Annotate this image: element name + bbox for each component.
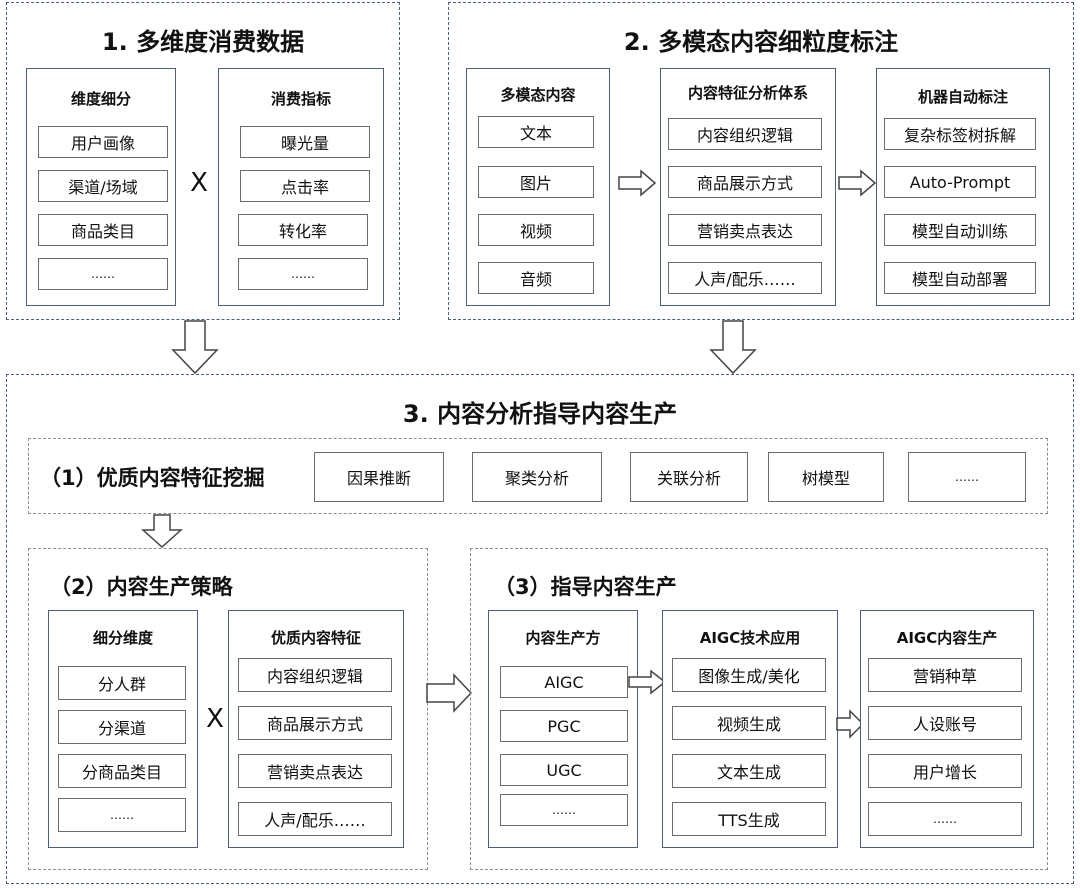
metrics-panel-title: 消费指标 <box>270 90 331 108</box>
modality-item: 音频 <box>478 262 594 294</box>
auto-label-panel-title: 机器自动标注 <box>917 88 1008 106</box>
dimension-item: 渠道/场域 <box>38 170 168 202</box>
mining-method-item: 关联分析 <box>630 452 748 502</box>
quality-feature-item: 人声/配乐…… <box>238 802 392 836</box>
arrow-right-icon <box>838 169 877 197</box>
guide-title: （3）指导内容生产 <box>494 575 677 599</box>
strategy-dimension-item: 分渠道 <box>58 710 186 744</box>
section-3-container <box>6 374 1074 884</box>
modality-item: 图片 <box>478 166 594 198</box>
arrow-down-icon <box>171 320 219 375</box>
strategy-dimension-item: 分商品类目 <box>58 754 186 788</box>
mining-title: （1）优质内容特征挖掘 <box>40 466 265 490</box>
mining-method-item: 树模型 <box>768 452 884 502</box>
auto-label-item: 复杂标签树拆解 <box>884 118 1036 150</box>
section-1-title: 1. 多维度消费数据 <box>101 28 305 56</box>
quality-features-title: 优质内容特征 <box>270 629 361 647</box>
aigc-tech-title: AIGC技术应用 <box>699 629 801 647</box>
quality-feature-item: 内容组织逻辑 <box>238 658 392 692</box>
feature-system-panel-title: 内容特征分析体系 <box>687 84 808 102</box>
aigc-output-item: 营销种草 <box>868 658 1022 692</box>
modality-item: 视频 <box>478 214 594 246</box>
strategy-dimension-item: …… <box>58 798 186 832</box>
arrow-down-icon <box>709 320 757 375</box>
aigc-output-item: …… <box>868 802 1022 836</box>
producer-item: AIGC <box>500 666 628 698</box>
aigc-tech-item: 文本生成 <box>672 754 826 788</box>
mining-method-item: …… <box>908 452 1026 502</box>
feature-system-item: 商品展示方式 <box>668 166 822 198</box>
metric-item: 转化率 <box>238 214 368 246</box>
metric-item: 曝光量 <box>240 126 370 158</box>
aigc-output-title: AIGC内容生产 <box>896 629 998 647</box>
section-3-title: 3. 内容分析指导内容生产 <box>402 400 678 428</box>
section-1-container <box>6 2 400 320</box>
section-2-container <box>448 2 1074 320</box>
quality-feature-item: 营销卖点表达 <box>238 754 392 788</box>
producer-item: …… <box>500 794 628 826</box>
strategy-title: （2）内容生产策略 <box>50 575 233 599</box>
aigc-output-item: 用户增长 <box>868 754 1022 788</box>
feature-system-item: 内容组织逻辑 <box>668 118 822 150</box>
metric-item: …… <box>238 258 368 290</box>
quality-feature-item: 商品展示方式 <box>238 706 392 740</box>
mining-method-item: 因果推断 <box>314 452 444 502</box>
modality-item: 文本 <box>478 116 594 148</box>
feature-system-item: 营销卖点表达 <box>668 214 822 246</box>
aigc-output-item: 人设账号 <box>868 706 1022 740</box>
auto-label-item: 模型自动部署 <box>884 262 1036 294</box>
aigc-tech-item: 图像生成/美化 <box>672 658 826 692</box>
producer-item: UGC <box>500 754 628 786</box>
guide-container <box>470 548 1048 870</box>
strategy-container <box>28 548 428 870</box>
arrow-down-icon <box>141 514 183 549</box>
auto-label-item: 模型自动训练 <box>884 214 1036 246</box>
producer-item: PGC <box>500 710 628 742</box>
arrow-right-icon <box>426 673 473 713</box>
feature-system-item: 人声/配乐…… <box>668 262 822 294</box>
dimension-item: 用户画像 <box>38 126 168 158</box>
metric-item: 点击率 <box>240 170 370 202</box>
arrow-right-icon <box>836 709 865 739</box>
arrow-right-icon <box>628 669 667 695</box>
dimensions-panel-title: 维度细分 <box>70 90 131 108</box>
strategy-dimension-item: 分人群 <box>58 666 186 700</box>
arrow-right-icon <box>618 169 657 197</box>
strategy-dimensions-title: 细分维度 <box>92 629 153 647</box>
mining-method-item: 聚类分析 <box>472 452 602 502</box>
dimension-item: 商品类目 <box>38 214 168 246</box>
multimodal-panel-title: 多模态内容 <box>500 86 576 104</box>
dimension-item: …… <box>38 258 168 290</box>
mining-container <box>28 438 1048 514</box>
section-2-title: 2. 多模态内容细粒度标注 <box>623 28 899 56</box>
producers-title: 内容生产方 <box>525 629 601 647</box>
aigc-tech-item: TTS生成 <box>672 802 826 836</box>
aigc-tech-item: 视频生成 <box>672 706 826 740</box>
cross-symbol: X <box>206 704 224 734</box>
auto-label-item: Auto-Prompt <box>884 166 1036 198</box>
cross-symbol: X <box>190 168 208 198</box>
